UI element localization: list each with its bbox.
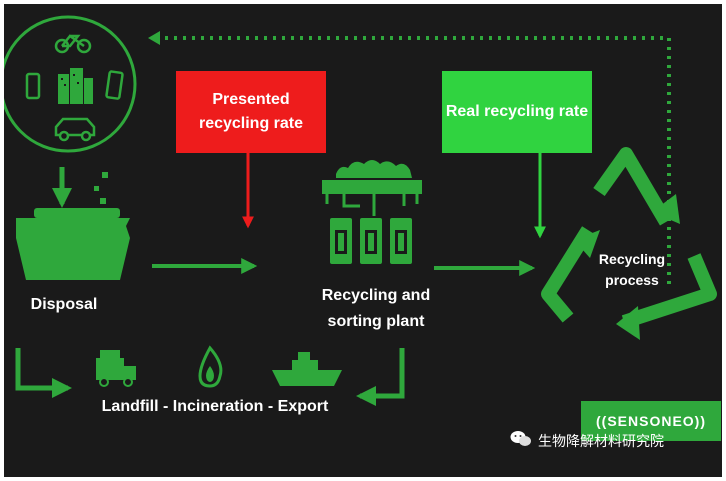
watermark-text: 生物降解材料研究院 [538, 434, 664, 450]
arrow-plant-to-landfill [356, 348, 405, 406]
wechat-watermark: 生物降解材料研究院 [510, 430, 718, 452]
car-icon [54, 117, 96, 142]
arrow-disposal-to-landfill [15, 348, 72, 398]
fire-icon [198, 345, 223, 388]
sensoneo-logo: ((SENSONEO)) [581, 401, 721, 441]
feedback-arrowhead [148, 31, 160, 45]
garbage-truck-icon [96, 350, 136, 387]
building-icon [58, 68, 93, 104]
presented-rate-box: Presented recycling rate [176, 71, 326, 153]
dumpster-icon [16, 208, 130, 280]
consumer-circle [4, 15, 137, 153]
ship-icon [272, 352, 342, 386]
disposal-label: Disposal [30, 296, 98, 313]
phone-icon [25, 72, 41, 100]
plant-label: Recycling and sorting plant [321, 287, 431, 330]
falling-waste [94, 172, 108, 204]
real-rate-box: Real recycling rate [442, 71, 592, 153]
feedback-dotted-line [156, 36, 671, 284]
recycling-arrowheads [574, 194, 680, 340]
wechat-icon [510, 430, 532, 452]
landfill-incineration-export-label: Landfill - Incineration - Export [101, 398, 329, 415]
flow-diagram [4, 15, 717, 406]
recycling-triangle-icon [541, 147, 717, 329]
tablet-icon [105, 70, 124, 100]
bicycle-icon [54, 34, 92, 54]
process-label: Recycling process [598, 251, 666, 288]
recycling-plant-icon [322, 160, 422, 264]
diagram-panel: Presented recycling rate Real recycling … [4, 4, 722, 477]
